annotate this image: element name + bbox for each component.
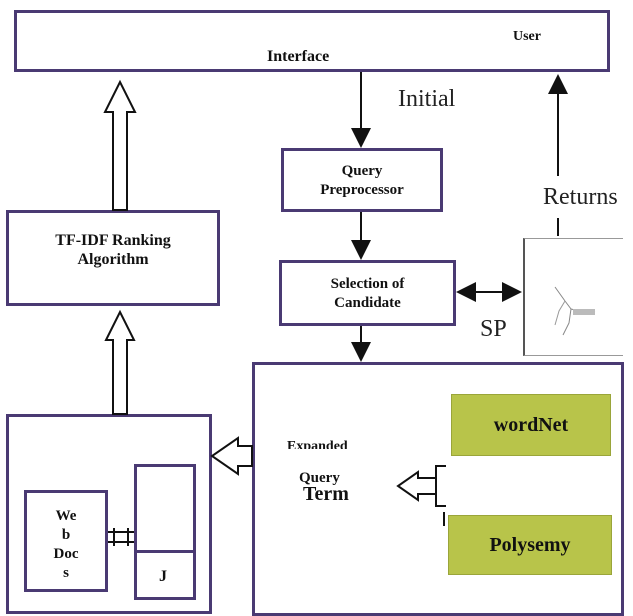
selection-candidate-box: Selection of Candidate [279, 260, 456, 326]
query-preprocessor-box: Query Preprocessor [281, 148, 443, 212]
j-divider [137, 550, 193, 553]
tfidf-box: TF-IDF Ranking Algorithm [6, 210, 220, 306]
initial-annotation: Initial [398, 86, 456, 112]
interface-title: Interface [267, 48, 330, 65]
term-label: Term [303, 483, 349, 505]
query-label: Query [299, 470, 340, 486]
selection-candidate-label: Selection of Candidate [330, 276, 405, 311]
hollow-arrow-sources-to-term [396, 470, 437, 502]
sp-thumbnail [523, 238, 623, 356]
sp-annotation: SP [480, 316, 507, 342]
tfidf-label: TF-IDF Ranking Algorithm [55, 232, 171, 268]
hollow-arrow-expanded-to-docs [210, 436, 253, 476]
web-docs-box: We b Doc s [24, 490, 108, 592]
user-label: User [513, 29, 541, 44]
web-docs-label: We b Doc s [53, 508, 79, 581]
j-label: J [159, 568, 167, 585]
query-preprocessor-label: Query Preprocessor [320, 163, 404, 198]
sp-thumbnail-figure [554, 286, 596, 336]
hollow-arrow-tfidf-to-interface [103, 79, 137, 211]
j-box: J [134, 464, 196, 600]
polysemy-box: Polysemy [448, 515, 612, 575]
interface-box: User Interface [14, 10, 610, 72]
wordnet-box: wordNet [451, 394, 611, 456]
returns-annotation: Returns [543, 184, 618, 210]
hollow-arrow-docs-to-tfidf [104, 309, 136, 415]
expanded-label: Expanded [287, 439, 348, 449]
bracket-sources [435, 465, 446, 507]
